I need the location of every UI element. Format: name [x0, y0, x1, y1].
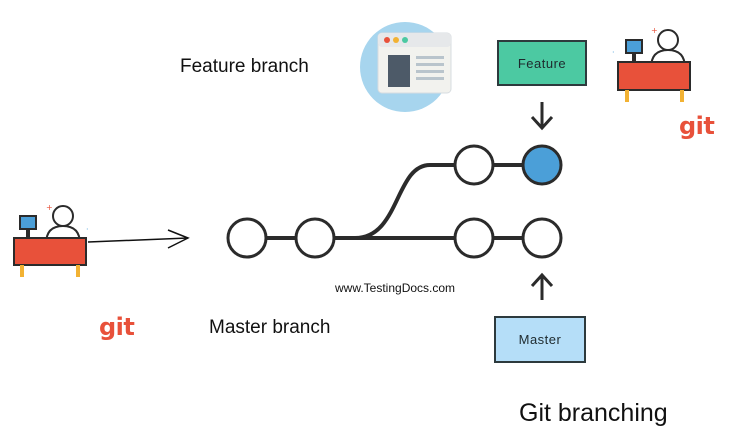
feature-commit-1 — [453, 144, 495, 186]
master-branch-label: Master branch — [209, 317, 331, 338]
feature-branch-curve — [354, 163, 455, 240]
svg-text:+: + — [46, 203, 53, 212]
developer-desk-icon-left: + · — [13, 203, 89, 277]
svg-text:·: · — [612, 48, 615, 57]
git-logo-top: git — [679, 112, 715, 140]
master-commit-2 — [294, 217, 336, 259]
developer-desk-icon-top: + · — [612, 26, 691, 102]
feature-branch-box: Feature — [497, 40, 587, 86]
feature-pointer-arrow-icon — [530, 102, 554, 131]
developer-arrow-icon — [87, 229, 190, 249]
svg-text:+: + — [651, 26, 658, 35]
feature-branch-label: Feature branch — [180, 56, 309, 77]
feature-commit-head — [521, 144, 563, 186]
master-commit-head — [521, 217, 563, 259]
git-logo-left: git — [99, 313, 135, 341]
master-commit-1 — [226, 217, 268, 259]
master-branch-box: Master — [494, 316, 586, 363]
diagram-title: Git branching — [519, 399, 668, 427]
master-pointer-arrow-icon — [530, 272, 554, 300]
browser-icon — [360, 22, 452, 112]
svg-text:·: · — [86, 225, 89, 234]
watermark: www.TestingDocs.com — [335, 281, 456, 295]
master-commit-3 — [453, 217, 495, 259]
